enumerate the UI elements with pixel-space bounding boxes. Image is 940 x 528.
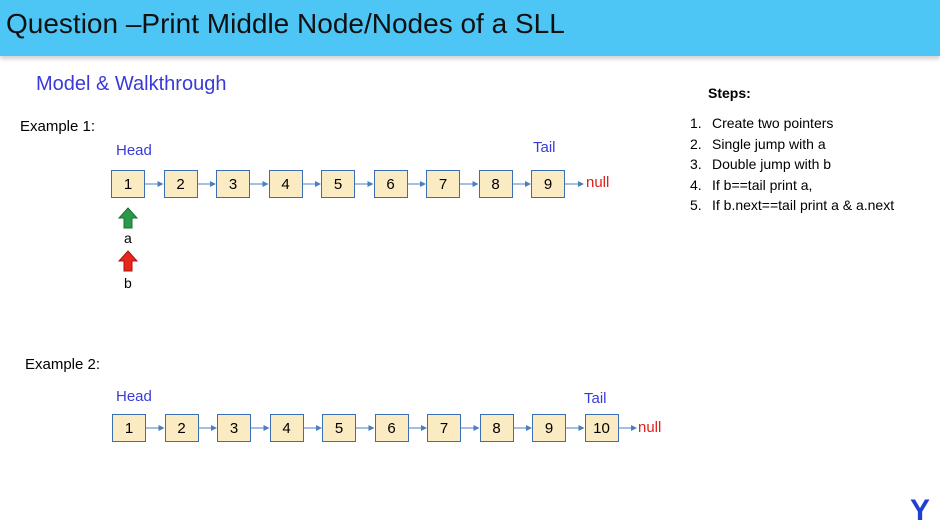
example-1-node: 5 [321,170,355,198]
steps-title: Steps: [708,85,751,101]
step-item: 1. Create two pointers [690,113,940,134]
example-1-head-label: Head [116,142,152,159]
example-1-node: 3 [216,170,250,198]
title-bar: Question –Print Middle Node/Nodes of a S… [0,0,940,56]
pointer-b-label: b [124,275,132,291]
example-1-null-label: null [586,174,610,191]
pointer-a-label: a [124,230,132,246]
step-number: 1. [690,115,702,131]
example-1-node: 4 [268,170,303,198]
step-text: If b==tail print a, [712,176,813,193]
step-text: Create two pointers [712,115,834,131]
example-2-node: 1 [112,414,146,442]
example-2-head-label: Head [116,388,152,405]
example-2-label: Example 2: [25,356,101,373]
example-2-node: 7 [427,414,461,442]
step-item: 2. Single jump with a [690,134,940,155]
example-1-node: 2 [163,170,198,198]
pointer-a-arrow-icon [117,207,139,229]
example-2-node: 2 [164,414,199,442]
steps-list: 1. Create two pointers 2. Single jump with … [690,113,940,216]
example-1-node: 7 [426,170,460,198]
example-2-tail-label: Tail [584,390,607,407]
example-2-node: 9 [532,414,566,442]
example-2-node: 6 [374,414,409,442]
step-number: 3. [690,156,702,172]
step-item: 3. Double jump with b [690,154,940,175]
example-1-node: 9 [531,170,565,198]
example-2-node: 4 [269,414,304,442]
page-title: Question –Print Middle Node/Nodes of a S… [6,8,565,39]
step-text: If b.next==tail print a & a.next [712,197,895,213]
example-1-node: 6 [373,170,408,198]
step-text: Single jump with a [712,135,826,152]
step-number: 4. [690,176,702,193]
step-item: 4. If b==tail print a, [690,175,940,196]
step-number: 5. [690,197,702,213]
step-text: Double jump with b [712,156,832,172]
example-1-tail-label: Tail [533,139,556,156]
example-1-node: 8 [478,170,513,198]
example-2-node: 8 [479,414,514,442]
pointer-b-arrow-icon [117,250,139,272]
example-2-node: 3 [217,414,251,442]
brand-logo-icon: Y [910,494,931,527]
example-2-null-label: null [638,419,662,436]
example-1-label: Example 1: [20,118,96,135]
section-subtitle: Model & Walkthrough [36,73,227,95]
step-number: 2. [690,135,702,152]
step-item: 5. If b.next==tail print a & a.next [690,195,940,216]
example-2-node: 5 [322,414,356,442]
example-2-node: 10 [584,414,619,442]
example-1-node: 1 [111,170,145,198]
